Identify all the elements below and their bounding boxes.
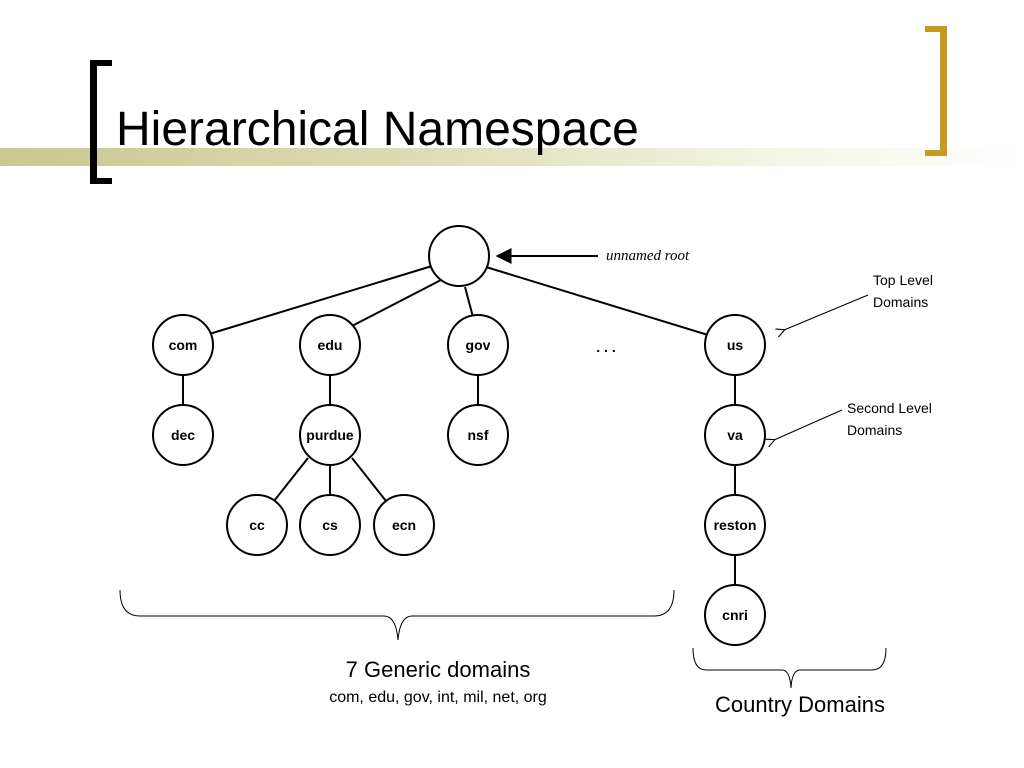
node-circle <box>704 584 766 646</box>
node-purdue: purdue <box>299 404 361 466</box>
node-circle <box>704 494 766 556</box>
node-label-cs: cs <box>322 517 338 533</box>
top-level-callout-line1: Top Level <box>873 272 933 288</box>
country-domains-title: Country Domains <box>715 692 885 717</box>
node-label-ecn: ecn <box>392 517 416 533</box>
node-edu: edu <box>299 314 361 376</box>
edge-root-com <box>205 265 433 336</box>
node-circle <box>373 494 435 556</box>
node-com: com <box>152 314 214 376</box>
node-circle <box>152 404 214 466</box>
node-label-nsf: nsf <box>468 427 489 443</box>
node-circle <box>226 494 288 556</box>
slide-title: Hierarchical Namespace <box>116 103 639 156</box>
node-circle <box>299 494 361 556</box>
edge-root-us <box>485 266 709 336</box>
node-dec: dec <box>152 404 214 466</box>
node-gov: gov <box>447 314 509 376</box>
node-nsf: nsf <box>447 404 509 466</box>
node-label-reston: reston <box>714 517 757 533</box>
unnamed-root-label: unnamed root <box>606 248 690 264</box>
ellipsis-label: . . . <box>596 339 615 355</box>
node-circle <box>704 314 766 376</box>
second-level-callout-arrow <box>774 409 843 440</box>
node-label-edu: edu <box>318 337 343 353</box>
node-circle <box>447 404 509 466</box>
node-root <box>428 225 490 287</box>
top-level-callout-arrow <box>784 294 869 330</box>
node-cs: cs <box>299 494 361 556</box>
node-ecn: ecn <box>373 494 435 556</box>
second-level-callout-line2: Domains <box>847 422 902 438</box>
node-label-us: us <box>727 337 744 353</box>
second-level-callout-line1: Second Level <box>847 400 932 416</box>
generic-domains-brace <box>119 589 675 641</box>
node-circle <box>447 314 509 376</box>
top-level-callout-line2: Domains <box>873 294 928 310</box>
node-label-gov: gov <box>466 337 491 353</box>
node-circle <box>299 404 361 466</box>
node-va: va <box>704 404 766 466</box>
edge-root-edu <box>347 279 442 329</box>
node-label-cnri: cnri <box>722 607 748 623</box>
title-band <box>0 148 1024 166</box>
node-label-dec: dec <box>171 427 195 443</box>
edge-purdue-cc <box>273 457 309 502</box>
tree-edges <box>182 265 736 585</box>
node-circle <box>704 404 766 466</box>
node-cnri: cnri <box>704 584 766 646</box>
node-label-cc: cc <box>249 517 265 533</box>
edge-purdue-ecn <box>351 457 387 502</box>
node-circle <box>299 314 361 376</box>
node-label-purdue: purdue <box>306 427 354 443</box>
node-label-com: com <box>169 337 198 353</box>
node-us: us <box>704 314 766 376</box>
node-cc: cc <box>226 494 288 556</box>
left-bracket-decoration <box>90 60 112 184</box>
node-reston: reston <box>704 494 766 556</box>
country-domains-brace <box>692 647 887 689</box>
node-label-va: va <box>727 427 743 443</box>
generic-domains-title: 7 Generic domains <box>346 657 531 682</box>
generic-domains-list: com, edu, gov, int, mil, net, org <box>329 689 547 706</box>
edge-root-gov <box>464 286 474 318</box>
node-circle <box>152 314 214 376</box>
right-bracket-decoration <box>925 26 947 156</box>
